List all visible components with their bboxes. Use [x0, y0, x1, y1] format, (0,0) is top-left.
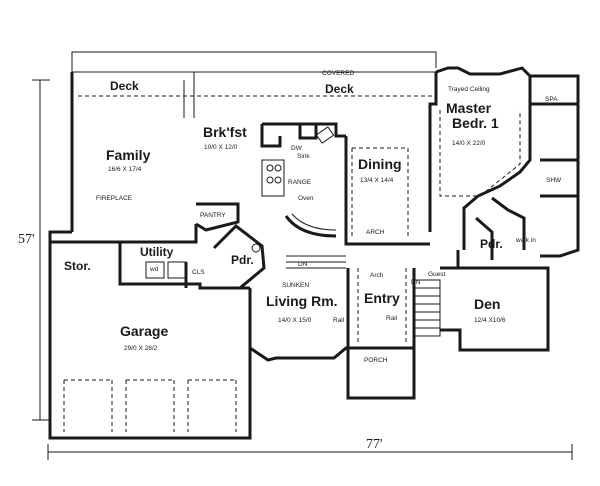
- garage-name: Garage: [120, 323, 168, 339]
- family-size: 16/6 X 17/4: [108, 166, 142, 173]
- width-dimension: 77': [47, 437, 573, 460]
- fireplace-label: FIREPLACE: [96, 195, 133, 202]
- exterior-walls: [48, 66, 580, 440]
- master-size: 14/0 X 22/0: [452, 140, 486, 147]
- kitchen-dw: DW: [291, 145, 303, 152]
- storage-name: Stor.: [64, 259, 91, 273]
- living-name: Living Rm.: [266, 293, 338, 309]
- depth-label: 57': [18, 232, 35, 247]
- garage-doors: [63, 379, 237, 432]
- covered-label: COVERED: [322, 70, 354, 77]
- closet-label: CLS: [192, 269, 205, 276]
- shower-label: SHW: [546, 177, 562, 184]
- den-size: 12/4 X10/6: [474, 317, 506, 324]
- kitchen-sink: Sink: [297, 153, 310, 160]
- living-note: SUNKEN: [282, 282, 309, 289]
- dining-name: Dining: [358, 156, 402, 172]
- deck-left-label: Deck: [110, 79, 139, 93]
- porch-label: PORCH: [364, 357, 388, 364]
- spa-label: SPA: [545, 96, 558, 103]
- powder-right-name: Pdr.: [480, 237, 503, 251]
- width-label: 77': [366, 437, 383, 452]
- utility-wd: wd: [149, 266, 159, 273]
- utility-name: Utility: [140, 245, 174, 259]
- interior-walls: [120, 76, 578, 344]
- master-name-1: Master: [446, 100, 492, 116]
- master-ceiling: Trayed Ceiling: [448, 86, 490, 93]
- entry-guest: Guest: [428, 271, 446, 278]
- breakfast-size: 10/0 X 12/0: [204, 144, 238, 151]
- garage-size: 29/0 X 28/2: [124, 345, 158, 352]
- living-size: 14/0 X 15/0: [278, 317, 312, 324]
- breakfast-name: Brk'fst: [203, 124, 247, 140]
- walkin-label: walk in: [515, 237, 536, 244]
- family-name: Family: [106, 147, 151, 163]
- den-name: Den: [474, 296, 500, 312]
- entry-rail: Rail: [386, 315, 398, 322]
- dining-arch: ARCH: [366, 229, 385, 236]
- pantry-label: PANTRY: [200, 212, 226, 219]
- entry-arch: Arch: [370, 272, 384, 279]
- dining-size: 13/4 X 14/4: [360, 177, 394, 184]
- master-name-2: Bedr. 1: [452, 115, 499, 131]
- entry-name: Entry: [364, 290, 400, 306]
- depth-dimension: 57': [18, 79, 50, 421]
- kitchen-oven: Oven: [298, 195, 314, 202]
- deck-covered-label: Deck: [325, 82, 354, 96]
- powder-left-name: Pdr.: [231, 253, 254, 267]
- living-dn: DN: [298, 261, 308, 268]
- living-rail: Rail: [333, 317, 345, 324]
- entry-dn: DN: [411, 279, 421, 286]
- deck-area: [71, 51, 437, 118]
- kitchen-range: RANGE: [288, 179, 312, 186]
